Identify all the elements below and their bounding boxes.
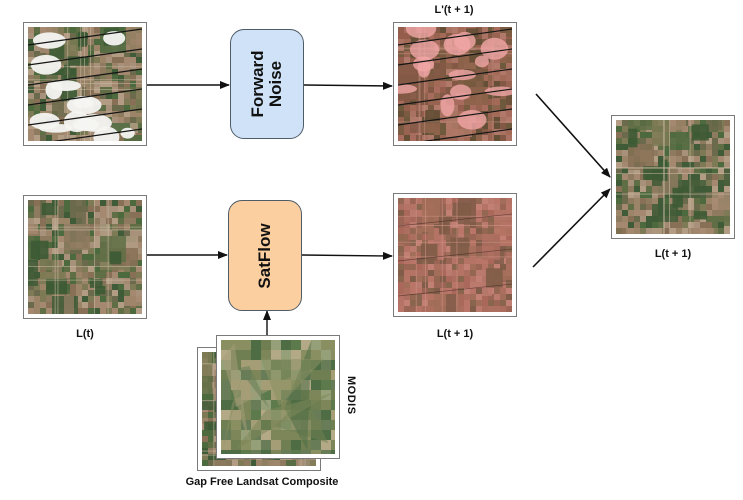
noisy-output-label: L'(t + 1) [434, 4, 474, 16]
satflow-box: SatFlow [228, 200, 302, 311]
arrow-satflow-to-output [301, 251, 393, 260]
satflow-label: SatFlow [255, 222, 274, 289]
input-label: L(t) [76, 328, 94, 340]
modis-image [216, 335, 340, 459]
arrow-noisy-output-to-final [535, 93, 611, 178]
final-output-image [611, 115, 735, 239]
final-output-label: L(t + 1) [654, 248, 692, 260]
input-image [23, 195, 147, 319]
noisy-output-image [393, 22, 517, 146]
forward-noise-label-line2: Noise [266, 60, 285, 108]
satflow-output-label: L(t + 1) [436, 328, 474, 340]
satflow-output-image [393, 193, 517, 317]
noisy-input-image [23, 22, 147, 146]
gap-free-label: Gap Free Landsat Composite [185, 476, 339, 488]
forward-noise-label: Forward Noise [248, 50, 285, 118]
forward-noise-box: Forward Noise [230, 29, 304, 139]
modis-label: MODIS [345, 376, 357, 415]
arrow-forward-noise-to-noisy-output [303, 81, 393, 90]
forward-noise-label-line1: Forward [248, 50, 267, 118]
arrow-output-to-final [532, 188, 611, 268]
